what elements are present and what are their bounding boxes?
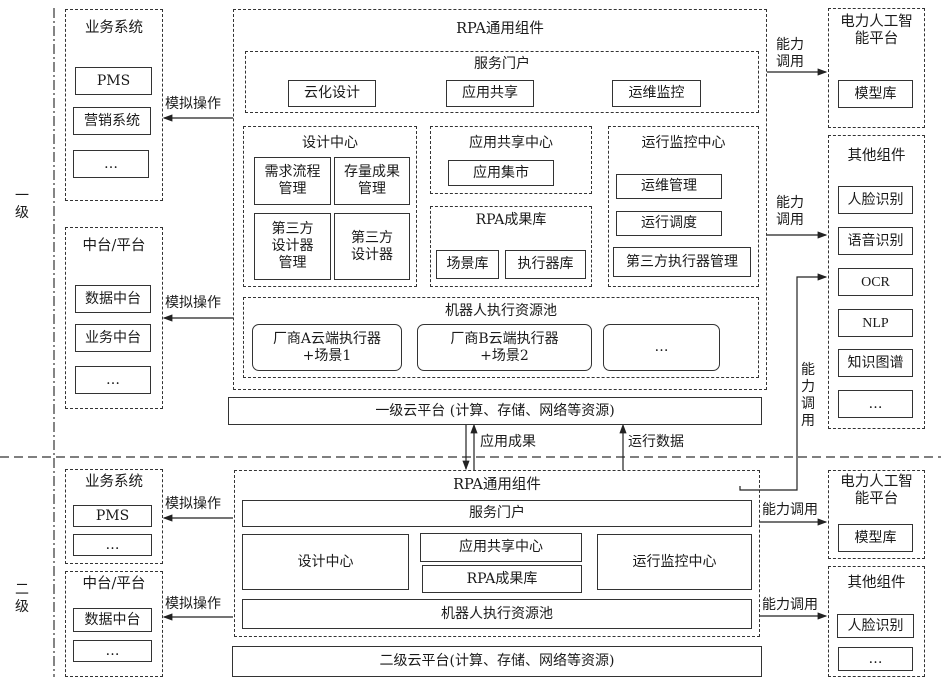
l1-item-marketing[interactable]: 营销系统 — [73, 107, 151, 135]
l1-item-more[interactable]: … — [73, 150, 149, 178]
level1-label: 一级 — [15, 188, 29, 221]
speech-recognition[interactable]: 语音识别 — [838, 227, 913, 255]
capability-call-label-2: 能力调用 — [776, 195, 804, 228]
l1-item-business-platform[interactable]: 业务中台 — [75, 324, 151, 352]
l2-face-recognition[interactable]: 人脸识别 — [837, 614, 914, 638]
app-results-label: 应用成果 — [480, 434, 536, 450]
l1-rpa-components: RPA通用组件 — [233, 9, 767, 390]
l1-rpa-library: RPA成果库 — [430, 206, 592, 287]
executor-more[interactable]: … — [603, 324, 720, 371]
portal-cloud-design[interactable]: 云化设计 — [288, 80, 376, 107]
l2-ai-platform: 电力人工智能平台 — [828, 470, 925, 559]
vendor-a-executor[interactable]: 厂商A云端执行器+场景1 — [252, 324, 402, 371]
knowledge-graph[interactable]: 知识图谱 — [838, 349, 913, 377]
l2-simulate-op-label-2: 模拟操作 — [165, 596, 221, 612]
l1-ops-center: 运行监控中心 — [608, 126, 759, 287]
ocr[interactable]: OCR — [838, 268, 913, 296]
portal-app-share[interactable]: 应用共享 — [446, 80, 534, 107]
group-title: 中台/平台 — [82, 576, 146, 592]
rpa-library-title: RPA成果库 — [475, 212, 547, 228]
service-portal-title: 服务门户 — [474, 56, 530, 72]
ops-management[interactable]: 运维管理 — [616, 174, 722, 199]
other-more[interactable]: … — [838, 390, 913, 418]
l2-ops-center[interactable]: 运行监控中心 — [597, 534, 752, 590]
vendor-b-executor[interactable]: 厂商B云端执行器+场景2 — [417, 324, 592, 371]
model-library[interactable]: 模型库 — [838, 80, 913, 108]
app-share-center-title: 应用共享中心 — [469, 135, 553, 151]
design-third-party-mgmt[interactable]: 第三方设计器管理 — [254, 213, 331, 280]
ai-platform-title: 电力人工智能平台 — [840, 474, 913, 507]
group-title: 中台/平台 — [82, 238, 146, 254]
robot-pool-title: 机器人执行资源池 — [445, 303, 557, 319]
l2-item-data-platform[interactable]: 数据中台 — [73, 608, 152, 632]
design-third-party-designer[interactable]: 第三方设计器 — [334, 213, 410, 280]
scene-library[interactable]: 场景库 — [436, 250, 499, 279]
ops-center-title: 运行监控中心 — [641, 135, 726, 151]
l1-simulate-op-label-2: 模拟操作 — [165, 295, 221, 311]
portal-ops-monitor[interactable]: 运维监控 — [612, 80, 701, 107]
design-center-title: 设计中心 — [302, 135, 358, 151]
third-party-executor-mgmt[interactable]: 第三方执行器管理 — [613, 247, 751, 277]
other-components-title: 其他组件 — [847, 575, 906, 591]
l1-service-portal: 服务门户 — [245, 51, 759, 113]
l2-business-systems-group: 业务系统 — [65, 469, 163, 564]
other-components-title: 其他组件 — [847, 148, 906, 164]
l2-capability-call-label-2: 能力调用 — [762, 597, 818, 613]
ai-platform-title: 电力人工智能平台 — [840, 14, 913, 47]
l2-model-library[interactable]: 模型库 — [838, 524, 913, 552]
l2-capability-call-label-1: 能力调用 — [762, 502, 818, 518]
l1-ai-platform: 电力人工智能平台 — [828, 8, 925, 128]
l2-simulate-op-label: 模拟操作 — [165, 496, 221, 512]
run-data-label: 运行数据 — [628, 434, 684, 450]
group-title: 业务系统 — [85, 20, 143, 36]
l1-simulate-op-label: 模拟操作 — [165, 96, 221, 112]
l1-robot-pool: 机器人执行资源池 — [243, 297, 759, 378]
l1-cloud-platform: 一级云平台 (计算、存储、网络等资源) — [228, 397, 762, 425]
app-market[interactable]: 应用集市 — [448, 160, 554, 186]
capability-arrow-vertical — [739, 273, 828, 491]
l2-robot-pool[interactable]: 机器人执行资源池 — [242, 599, 752, 629]
nlp[interactable]: NLP — [838, 309, 913, 337]
level2-label: 二级 — [15, 582, 29, 615]
l2-app-share-center[interactable]: 应用共享中心 — [420, 533, 582, 562]
rpa-title: RPA通用组件 — [453, 477, 541, 493]
l1-business-systems-group: 业务系统 — [65, 9, 163, 201]
run-scheduling[interactable]: 运行调度 — [616, 211, 722, 236]
l1-item-pms[interactable]: PMS — [75, 67, 152, 95]
l1-design-center: 设计中心 — [243, 126, 417, 287]
l1-other-components: 其他组件 — [828, 135, 925, 429]
l2-rpa-components: RPA通用组件 — [234, 470, 760, 637]
l2-rpa-library[interactable]: RPA成果库 — [422, 565, 582, 593]
rpa-title: RPA通用组件 — [456, 21, 544, 37]
capability-call-vertical-label: 能力调用 — [801, 362, 815, 429]
group-title: 业务系统 — [85, 474, 143, 490]
l2-item-more[interactable]: … — [73, 534, 152, 556]
l2-item-more[interactable]: … — [73, 640, 152, 662]
design-req-process[interactable]: 需求流程管理 — [254, 157, 331, 205]
l2-cloud-platform: 二级云平台(计算、存储、网络等资源) — [232, 646, 762, 677]
l2-service-portal[interactable]: 服务门户 — [242, 500, 752, 527]
capability-call-label-1: 能力调用 — [776, 37, 804, 70]
l1-platforms-group: 中台/平台 — [65, 227, 163, 409]
l1-item-data-platform[interactable]: 数据中台 — [75, 285, 151, 313]
face-recognition[interactable]: 人脸识别 — [838, 186, 913, 214]
l2-design-center[interactable]: 设计中心 — [242, 534, 409, 590]
l2-item-pms[interactable]: PMS — [73, 505, 152, 527]
l1-app-share-center: 应用共享中心 — [430, 126, 592, 194]
l1-item-more[interactable]: … — [75, 366, 151, 394]
design-stock-results[interactable]: 存量成果管理 — [334, 157, 410, 205]
l2-other-more[interactable]: … — [838, 647, 913, 671]
executor-library[interactable]: 执行器库 — [505, 250, 586, 279]
